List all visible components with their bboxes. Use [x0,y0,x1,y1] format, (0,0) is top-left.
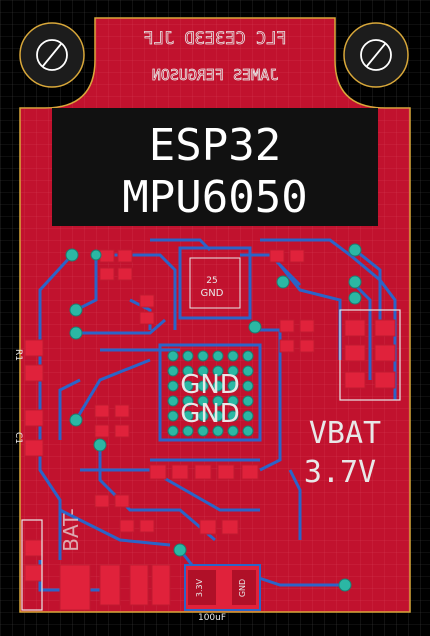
cap-label-3v3: 3.3V [195,578,204,597]
thermal-via [227,380,239,392]
vias [65,243,362,592]
chip-pin-label: 25 [206,276,217,286]
chip-gnd-label: GND [201,288,224,299]
thermal-via [227,350,239,362]
thermal-via [182,410,194,422]
pad-gnd-label-1: GND [180,370,240,400]
thermal-via [182,365,194,377]
title-line-1: ESP32 [149,120,281,171]
battery-connector [21,309,401,611]
capacitor-100uf: 3.3V GND 100uF [184,564,261,623]
thermal-via [227,395,239,407]
thermal-via [212,365,224,377]
thermal-via [212,425,224,437]
thermal-via [167,365,179,377]
thermal-via [212,350,224,362]
thermal-via [242,410,254,422]
title-line-2: MPU6050 [122,172,307,223]
side-mark-c1: C1 [13,432,23,444]
thermal-pad: GND GND [158,343,262,442]
thermal-via [197,365,209,377]
cap-bottom-label: 100uF [198,613,226,623]
vbat-label-line-1: VBAT [309,416,381,451]
thermal-via [197,425,209,437]
thermal-via [242,380,254,392]
thermal-via [167,410,179,422]
side-label-bat: BAT- [59,508,83,551]
thermal-via [167,395,179,407]
thermal-via [242,365,254,377]
mounting-hole-right-icon [343,22,409,88]
title-box: ESP32 MPU6050 [52,108,378,226]
thermal-via [167,350,179,362]
thermal-via [212,410,224,422]
top-mirror-text-2: JAMES FERGUSON [152,66,278,84]
thermal-via [182,380,194,392]
thermal-via [182,395,194,407]
side-mark-r1: R1 [13,349,23,361]
vbat-label-line-2: 3.7V [304,455,376,490]
thermal-via [167,425,179,437]
thermal-via [182,350,194,362]
thermal-via [227,365,239,377]
thermal-via [182,425,194,437]
top-mirror-text: FLC CE3E3D JLF [143,29,286,49]
thermal-via [227,425,239,437]
mirrored-silkscreen: FLC CE3E3D JLF JAMES FERGUSON [143,29,287,85]
thermal-via [212,395,224,407]
thermal-via [167,380,179,392]
mpu-chip: 25 GND [178,246,252,320]
thermal-via [242,425,254,437]
thermal-via [227,410,239,422]
smd-pads [24,249,396,611]
pad-gnd-label-2: GND [180,399,240,429]
thermal-via [197,395,209,407]
thermal-via [197,350,209,362]
thermal-via [242,350,254,362]
thermal-via [197,380,209,392]
thermal-via [242,395,254,407]
mounting-hole-left-icon [19,22,85,88]
thermal-via [197,410,209,422]
thermal-via [212,380,224,392]
cap-label-gnd: GND [238,579,247,597]
